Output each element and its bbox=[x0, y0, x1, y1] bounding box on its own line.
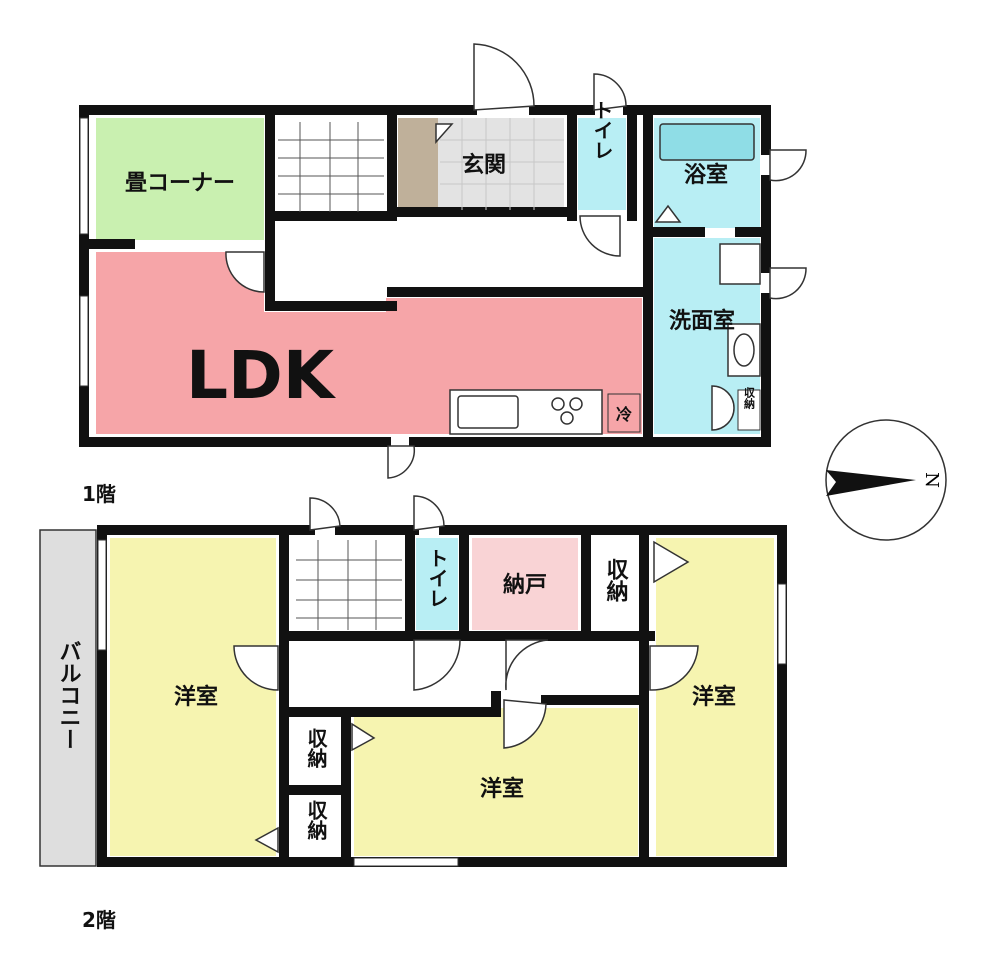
floor2-label: 2階 bbox=[82, 908, 116, 932]
ldk-fill bbox=[96, 252, 642, 434]
north-label: N bbox=[921, 472, 942, 488]
window bbox=[79, 117, 89, 235]
window bbox=[79, 295, 89, 387]
window bbox=[777, 583, 787, 665]
entrance-step bbox=[398, 118, 438, 210]
fridge-space bbox=[607, 393, 641, 433]
fridge-label: 冷 bbox=[616, 405, 632, 424]
floor2-plan: バルコニー 洋室 トイレ 納戸 収納 洋室 収納 洋室 収納 bbox=[39, 495, 787, 867]
ldk-label: LDK bbox=[186, 337, 337, 414]
western-center-label: 洋室 bbox=[480, 776, 524, 802]
closet-fill bbox=[472, 538, 578, 630]
entrance-label: 玄関 bbox=[462, 152, 506, 178]
western-right-label: 洋室 bbox=[692, 684, 736, 710]
balcony-fill bbox=[39, 529, 97, 867]
floor1-plan: 畳コーナー 玄関 トイレ 浴室 洗面室 LDK 冷 収納 bbox=[79, 43, 807, 479]
stove-burner bbox=[551, 397, 565, 411]
floor1-label: 1階 bbox=[82, 482, 116, 506]
stove-burner bbox=[560, 411, 574, 425]
storage-mid-label: 収納 bbox=[304, 728, 328, 768]
storage-mid-fill bbox=[294, 720, 338, 784]
toilet1-label: トイレ bbox=[590, 100, 614, 160]
toilet2-fill bbox=[416, 538, 458, 630]
tatami-corner-fill bbox=[96, 118, 264, 240]
bath-label: 浴室 bbox=[684, 162, 728, 188]
western-center-fill bbox=[354, 708, 638, 856]
washbasin-bowl bbox=[733, 333, 755, 367]
balcony-label: バルコニー bbox=[56, 640, 81, 750]
window bbox=[353, 857, 459, 867]
storage1-label: 収納 bbox=[743, 387, 756, 410]
western-right-fill bbox=[656, 538, 774, 856]
compass: N bbox=[825, 419, 947, 541]
washroom-label: 洗面室 bbox=[669, 308, 735, 334]
western-left-fill bbox=[110, 538, 276, 856]
storage-bottom-fill bbox=[294, 796, 338, 856]
window bbox=[97, 539, 107, 651]
toilet2-label: トイレ bbox=[425, 548, 449, 608]
floor2-doors bbox=[233, 495, 699, 854]
storage-top-fill bbox=[594, 538, 636, 630]
floor1-doors bbox=[225, 43, 807, 479]
kitchen-sink bbox=[457, 395, 519, 429]
stairs2-fill bbox=[294, 538, 404, 630]
bathtub bbox=[659, 123, 755, 161]
toilet1-fill bbox=[578, 118, 626, 210]
entrance-tiles bbox=[440, 118, 564, 210]
tatami-corner-label: 畳コーナー bbox=[125, 171, 235, 196]
compass-needle bbox=[826, 470, 916, 496]
washer-space bbox=[719, 243, 761, 285]
storage-top-label: 収納 bbox=[603, 558, 629, 603]
stairs1-fill bbox=[276, 118, 386, 212]
stove-burner bbox=[569, 397, 583, 411]
western-left-label: 洋室 bbox=[174, 684, 218, 710]
floor1-walls bbox=[79, 105, 771, 447]
stairs1-treads bbox=[278, 122, 384, 212]
storage1-fill bbox=[737, 389, 761, 431]
closet-label: 納戸 bbox=[503, 572, 547, 598]
storage-bottom-label: 収納 bbox=[304, 800, 328, 840]
stairs2-treads bbox=[296, 540, 402, 630]
